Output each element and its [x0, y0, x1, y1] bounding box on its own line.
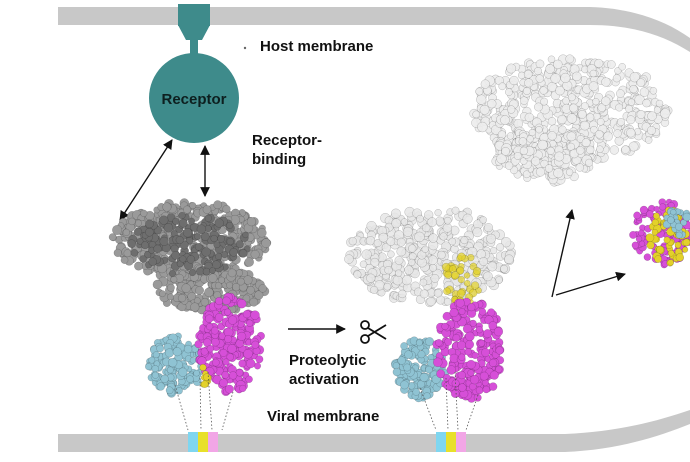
membrane-anchor-middle — [419, 371, 479, 452]
s2-fragment — [629, 198, 690, 269]
proteolytic-label-line1: Proteolytic — [289, 352, 367, 369]
receptor-label: Receptor — [161, 91, 226, 108]
receptor — [149, 4, 239, 143]
membrane-anchor-left — [174, 371, 234, 452]
release-arrow-right — [555, 271, 626, 296]
host-membrane-label: Host membrane — [260, 38, 373, 55]
receptor-binding-label-line1: Receptor- — [252, 132, 322, 149]
scissors-icon — [360, 320, 387, 344]
viral-membrane-label: Viral membrane — [267, 408, 379, 425]
shed-s1-subunit — [469, 54, 673, 187]
binding-arrow-diagonal — [119, 139, 173, 221]
receptor-binding-label-line2: binding — [252, 151, 306, 168]
host-membrane — [58, 7, 690, 52]
spike-protein-prefusion — [108, 198, 272, 398]
proteolytic-label-line2: activation — [289, 371, 359, 388]
release-arrow-up — [551, 209, 575, 298]
label-dot — [243, 46, 247, 50]
spike-protein-activated — [344, 206, 517, 403]
